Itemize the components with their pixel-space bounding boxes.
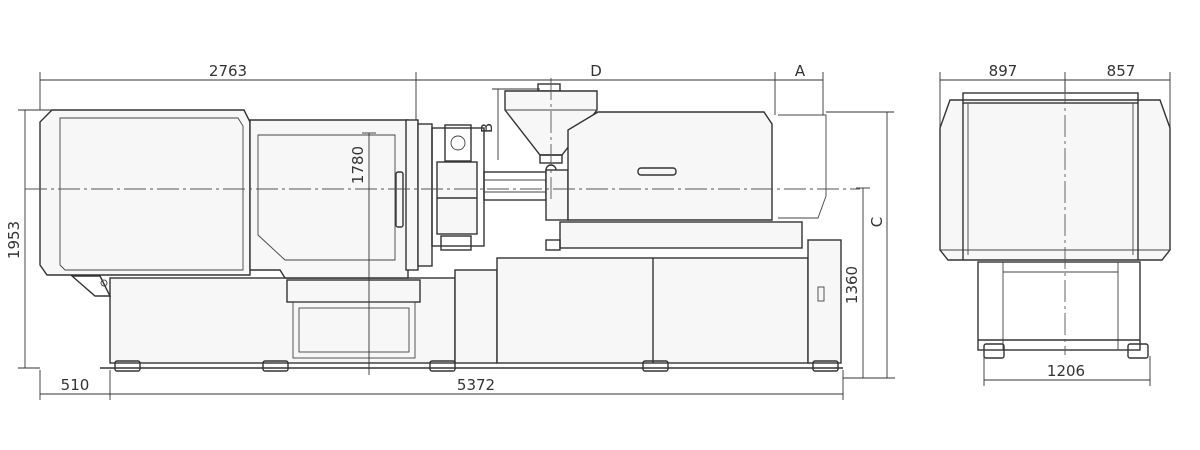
dim-1360: 1360 — [843, 266, 861, 304]
dim-1206: 1206 — [1047, 362, 1085, 380]
injection-unit — [545, 111, 827, 251]
front-dimensions: 2763 D A B 1780 1953 C 1360 510 5372 — [5, 62, 895, 400]
dim-897: 897 — [989, 62, 1018, 80]
dim-c: C — [868, 217, 886, 227]
dim-1953: 1953 — [5, 221, 23, 259]
dim-d: D — [590, 62, 602, 80]
dim-2763: 2763 — [209, 62, 247, 80]
side-dimensions: 897 857 1206 — [939, 62, 1171, 386]
dim-857: 857 — [1107, 62, 1136, 80]
machine-base — [70, 239, 843, 372]
dim-5372: 5372 — [457, 376, 495, 394]
dim-a: A — [795, 62, 806, 80]
front-view — [25, 78, 860, 372]
platen-assembly — [405, 119, 547, 271]
dim-1780: 1780 — [349, 146, 367, 184]
side-view — [939, 82, 1171, 359]
clamp-unit-guard — [39, 109, 409, 279]
dim-b: B — [478, 123, 496, 133]
dim-510: 510 — [61, 376, 90, 394]
